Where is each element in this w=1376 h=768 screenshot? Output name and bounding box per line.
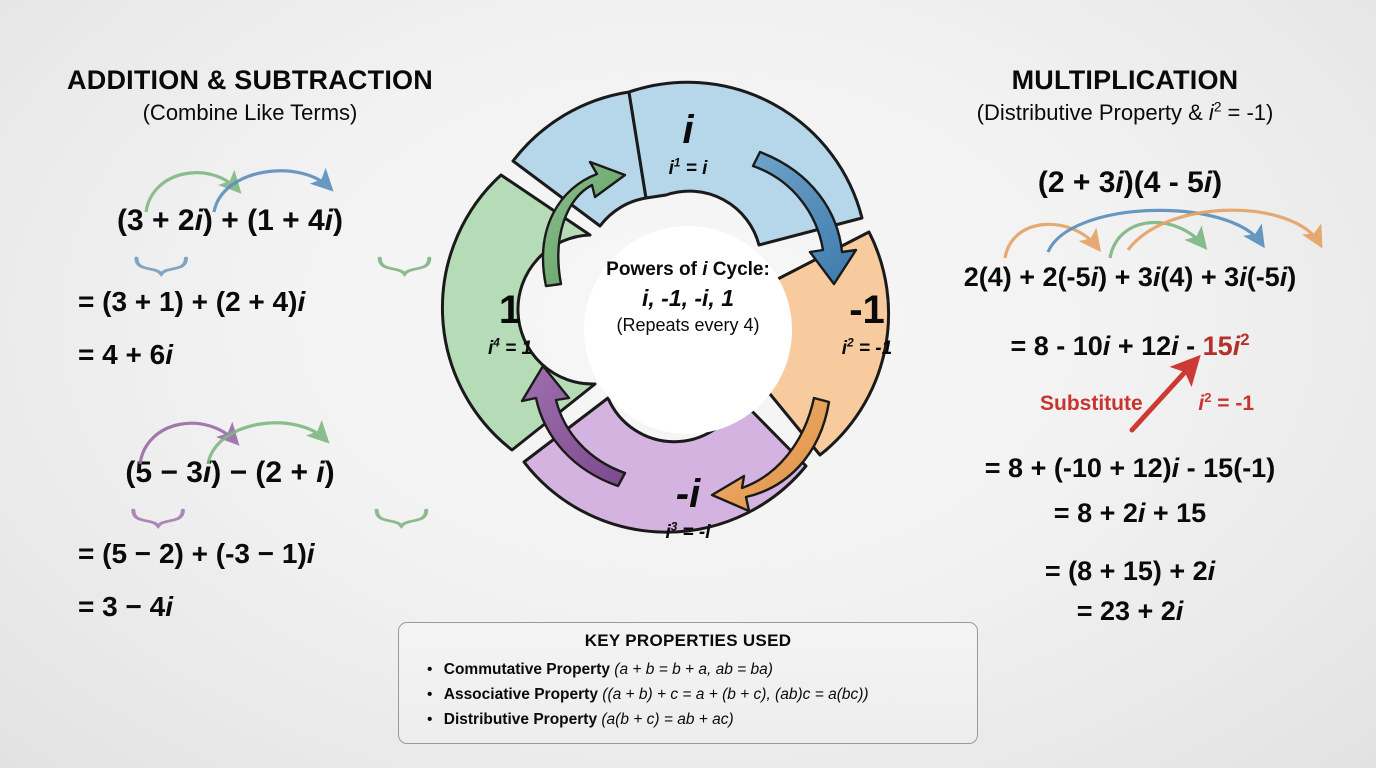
- subtraction-example-line-2: = (5 − 2) + (-3 − 1)i: [78, 538, 315, 569]
- substitute-annotation: Substitute i2 = -1: [1040, 390, 1255, 416]
- wheel-value-right: -1: [849, 288, 885, 332]
- wheel-exponent-right: i2 = -1: [841, 336, 893, 359]
- wheel-arrow-negi-to-one: [520, 364, 627, 488]
- addition-example-line-1: (3 + 2i) + (1 + 4i): [117, 204, 343, 237]
- subtraction-example-line-1: (5 − 3i) − (2 + i): [125, 456, 335, 489]
- property-name: Distributive Property: [443, 711, 598, 729]
- wheel-exponent-top: i1 = i: [668, 156, 708, 179]
- bullet-icon: •: [427, 686, 433, 704]
- key-properties-title: KEY PROPERTIES USED: [584, 631, 792, 650]
- bullet-icon: •: [427, 661, 433, 678]
- wheel-exponent-bottom: i3 = -i: [665, 520, 711, 543]
- wheel-label-right: -1 i2 = -1: [812, 290, 922, 358]
- bullet-icon: •: [427, 711, 433, 729]
- property-formula: (a(b + c) = ab + ac): [601, 711, 734, 729]
- addition-example-line-3: = 4 + 6i: [78, 339, 173, 370]
- multiplication-line-1: (2 + 3i)(4 - 5i): [1037, 166, 1223, 199]
- multiplication-line-7: = 23 + 2i: [1076, 596, 1184, 626]
- left-column-title: ADDITION & SUBTRACTION: [67, 65, 433, 95]
- property-formula: ((a + b) + c = a + (b + c), (ab)c = a(bc…: [602, 686, 869, 704]
- hub-line-3: (Repeats every 4): [616, 314, 760, 335]
- right-column-title: MULTIPLICATION: [1011, 65, 1239, 95]
- wheel-hub: Powers of i Cycle: i, -1, -i, 1 (Repeats…: [572, 258, 804, 337]
- key-properties-list: • Commutative Property (a + b = b + a, a…: [413, 657, 963, 732]
- substitute-label: Substitute: [1040, 392, 1143, 415]
- addition-example-line-2: = (3 + 1) + (2 + 4)i: [78, 286, 306, 317]
- key-properties-box: KEY PROPERTIES USED • Commutative Proper…: [398, 622, 978, 744]
- foil-mapping-arrows: [1003, 208, 1323, 259]
- list-item: • Commutative Property (a + b = b + a, a…: [427, 657, 963, 682]
- wheel-value-left: 1: [498, 288, 522, 332]
- wheel-segment-top[interactable]: [511, 90, 648, 228]
- wheel-label-bottom: -i i3 = -i: [638, 474, 738, 542]
- wheel-label-left: 1 i4 = 1: [455, 290, 565, 358]
- multiplication-line-3: = 8 - 10i + 12i - 15i2: [1010, 330, 1250, 361]
- list-item: • Associative Property ((a + b) + c = a …: [427, 682, 963, 707]
- highlighted-term: 15i2: [1202, 330, 1250, 361]
- left-column-heading: ADDITION & SUBTRACTION (Combine Like Ter…: [20, 66, 480, 126]
- hub-line-2: i, -1, -i, 1: [641, 284, 735, 311]
- wheel-value-bottom: -i: [675, 472, 701, 516]
- property-name: Commutative Property: [443, 661, 610, 678]
- wheel-value-top: i: [682, 108, 694, 152]
- property-name: Associative Property: [443, 686, 598, 704]
- list-item: • Distributive Property (a(b + c) = ab +…: [427, 707, 963, 732]
- property-formula: (a + b = b + a, ab = ba): [614, 661, 773, 678]
- multiplication-line-6: = (8 + 15) + 2i: [1044, 556, 1216, 586]
- right-column-subtitle: (Distributive Property & i2 = -1): [976, 100, 1274, 126]
- multiplication-line-2: 2(4) + 2(-5i) + 3i(4) + 3i(-5i): [963, 262, 1297, 292]
- hub-line-1: Powers of i Cycle:: [606, 259, 770, 280]
- left-column-subtitle: (Combine Like Terms): [142, 100, 358, 126]
- wheel-exponent-left: i4 = 1: [487, 336, 533, 359]
- right-column-heading: MULTIPLICATION (Distributive Property & …: [895, 66, 1355, 126]
- multiplication-line-5: = 8 + 2i + 15: [1053, 498, 1207, 528]
- substitute-value: i2 = -1: [1198, 390, 1255, 415]
- subtraction-example-line-3: = 3 − 4i: [78, 591, 173, 622]
- wheel-label-top: i i1 = i: [638, 110, 738, 178]
- multiplication-line-4: = 8 + (-10 + 12)i - 15(-1): [984, 453, 1276, 483]
